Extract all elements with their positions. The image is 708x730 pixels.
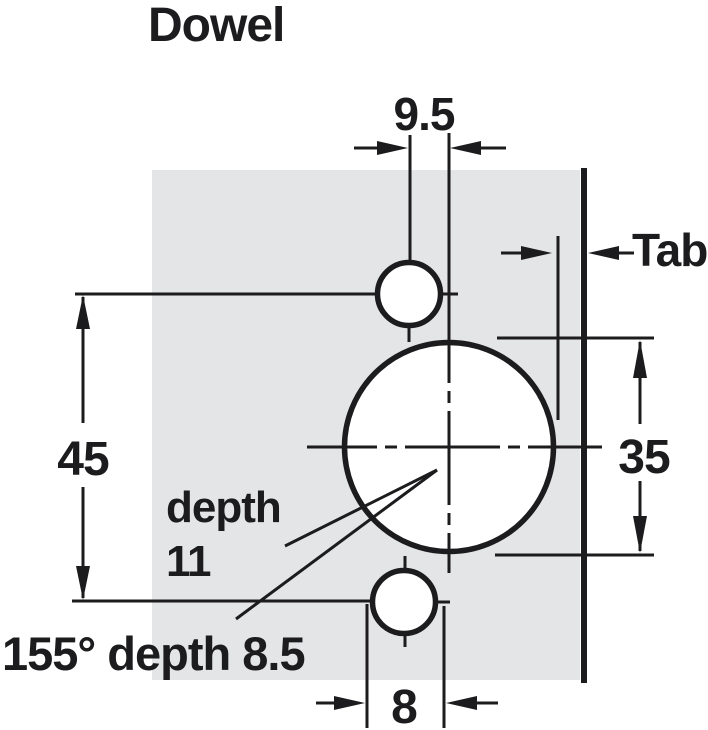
dimension-tab: [501, 236, 634, 420]
dim-8-arrow-left-icon: [446, 696, 477, 710]
dowel-hole-top-circle: [374, 259, 444, 329]
tab-label: Tab: [632, 224, 708, 276]
dimension-9-5-label: 9.5: [393, 88, 456, 140]
dimension-35: [495, 336, 654, 557]
dimension-9-5: [354, 135, 506, 261]
dowel-hole-bottom-circle: [369, 567, 439, 637]
angle-depth-note: 155° depth 8.5: [2, 627, 306, 680]
angle-note-leader-line: [235, 468, 438, 621]
cup-depth-note-line2: 11: [166, 537, 212, 586]
dim-9-5-arrow-left-icon: [377, 141, 408, 155]
depth-note-leader-line: [284, 468, 438, 548]
tab-arrow-left-icon: [588, 246, 619, 260]
dim-45-arrow-up-icon: [76, 295, 90, 329]
dimension-45: [72, 292, 375, 603]
dim-45-arrow-down-icon: [76, 566, 90, 600]
cup-depth-note-line1: depth: [166, 483, 282, 532]
dim-35-arrow-up-icon: [633, 340, 647, 378]
dimension-8: [316, 604, 498, 728]
tab-arrow-right-icon: [521, 246, 552, 260]
dimension-8-label: 8: [391, 681, 418, 730]
cup-depth-note: depth 11: [166, 481, 282, 589]
dim-8-arrow-right-icon: [334, 696, 365, 710]
dim-35-arrow-down-icon: [633, 516, 647, 553]
dim-9-5-arrow-right-icon: [450, 141, 481, 155]
drawing-title: Dowel: [148, 0, 285, 52]
dimension-35-label: 35: [618, 431, 670, 484]
dimension-45-label: 45: [57, 433, 109, 486]
